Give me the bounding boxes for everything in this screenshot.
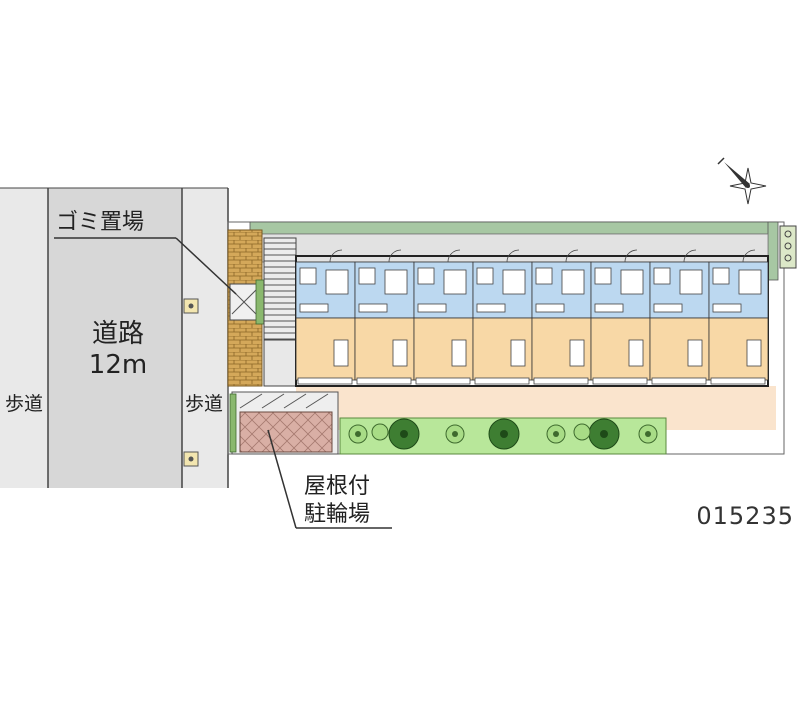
- trees: [348, 418, 658, 450]
- north-green-strip: [249, 221, 777, 235]
- road-name-label: 道路: [92, 319, 144, 349]
- tree: [588, 418, 620, 450]
- garbage-hedge: [255, 279, 265, 325]
- tree: [371, 423, 389, 441]
- bike-parking-hedge: [229, 393, 237, 453]
- tree: [488, 418, 520, 450]
- sidewalk-left-label: 歩道: [5, 393, 43, 415]
- east-green-strip: [767, 221, 779, 281]
- corridor: [249, 233, 769, 263]
- entrance-area: [227, 229, 297, 387]
- stair-landing: [263, 339, 297, 387]
- road-width-label: 12m: [89, 350, 147, 380]
- apartment-units: [295, 249, 769, 387]
- bike-parking-callout: 屋根付 駐輪場: [267, 429, 392, 529]
- bike-parking: [229, 391, 339, 455]
- unit: [649, 249, 710, 385]
- property-code: 015235: [696, 502, 794, 530]
- sidewalk-right-strip: [182, 188, 228, 488]
- sidewalk-right-label: 歩道: [185, 393, 223, 415]
- bike-parking-label-2: 駐輪場: [304, 502, 370, 527]
- meter-box-icon: [779, 225, 797, 269]
- unit: [413, 249, 474, 385]
- tree: [546, 424, 566, 444]
- garbage-area: [229, 283, 261, 321]
- unit: [590, 249, 651, 385]
- bike-parking-roof: [239, 411, 333, 453]
- bike-parking-label-1: 屋根付: [304, 474, 370, 499]
- tree: [348, 424, 368, 444]
- compass-icon: [717, 157, 767, 205]
- tree: [445, 424, 465, 444]
- garbage-callout: ゴミ置場: [54, 210, 237, 295]
- unit: [708, 249, 769, 385]
- tree: [638, 424, 658, 444]
- tree: [573, 423, 591, 441]
- tree: [388, 418, 420, 450]
- unit: [295, 249, 356, 385]
- garbage-label: ゴミ置場: [56, 210, 144, 235]
- stairs: [263, 237, 297, 359]
- unit: [531, 249, 592, 385]
- unit: [354, 249, 415, 385]
- unit: [472, 249, 533, 385]
- sidewalk-left-strip: [0, 188, 48, 488]
